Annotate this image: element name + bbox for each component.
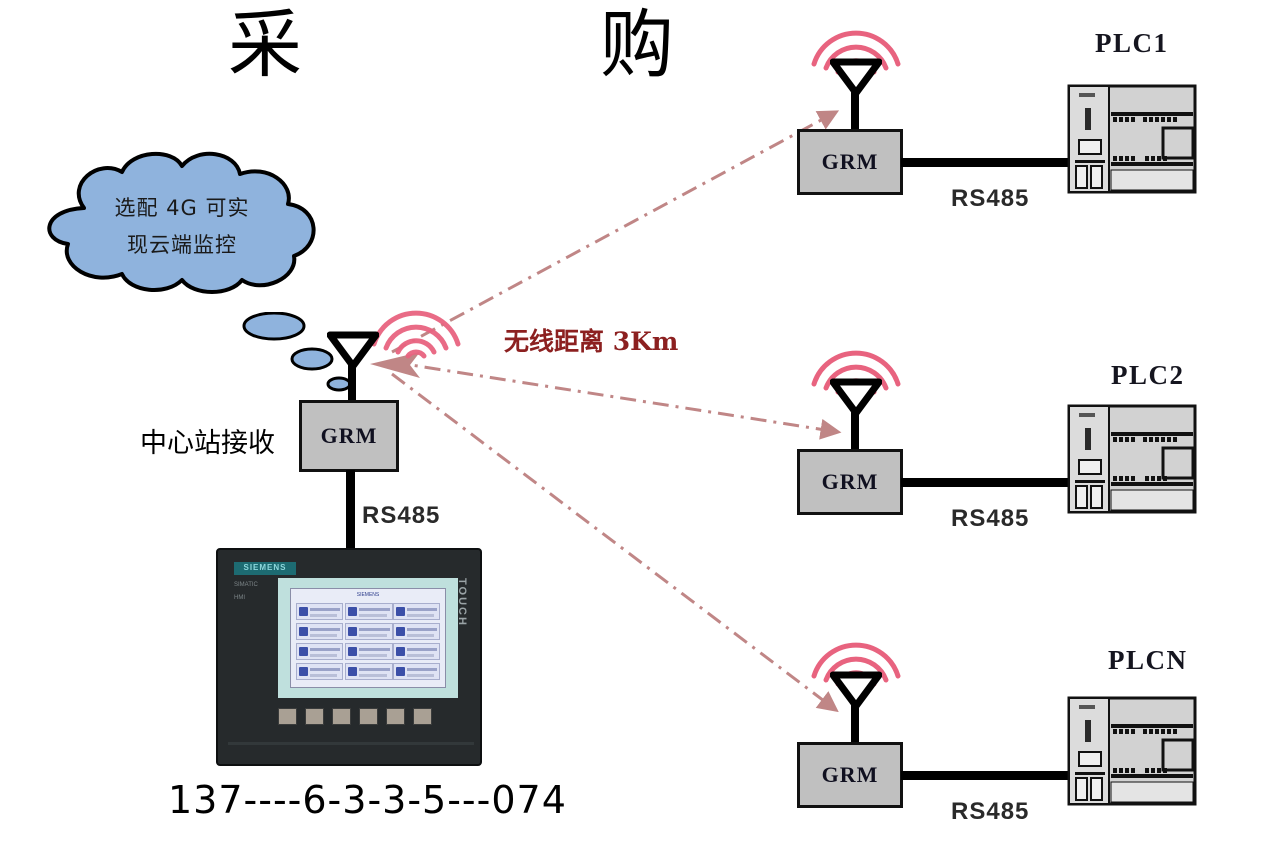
siemens-logo: SIEMENS [234,562,296,575]
wifi-signal-icon-center [371,310,461,359]
hmi-screen-column [295,603,344,683]
hmi-function-button[interactable] [305,708,324,725]
rs485-cable-center [346,470,355,554]
hmi-touch-side-text: TOUCH [456,578,468,627]
grm-box-station2[interactable]: GRM [797,449,903,515]
cloud-text: 选配 4G 可实 现云端监控 [22,146,342,264]
rs485-cable-station2 [901,478,1069,487]
cloud-text-line1: 选配 4G 可实 [114,196,250,220]
hmi-function-button[interactable] [359,708,378,725]
hmi-screen-title: SIEMENS [356,592,380,598]
grm-label-stationn: GRM [821,762,879,787]
rs485-label-station2: RS485 [951,505,1030,532]
hmi-screen-tile[interactable] [295,603,344,620]
hmi-screen-tile[interactable] [295,623,344,640]
hmi-screen-column [392,603,441,683]
hmi-screen-column [344,603,393,683]
hmi-function-button[interactable] [278,708,297,725]
hmi-screen-tile[interactable] [295,643,344,660]
grm-label-center: GRM [320,423,378,448]
antenna-mast-station1 [851,89,859,132]
cloud-tail-bubbles [242,312,352,392]
hmi-function-button[interactable] [332,708,351,725]
wireless-distance-label: 无线距离 3Km [504,327,679,356]
contact-phone-number: 137----6-3-3-5---074 [168,778,567,822]
plc-label-2: PLC2 [1111,360,1185,390]
antenna-icon-station2 [830,378,882,417]
grm-label-station1: GRM [821,149,879,174]
hmi-function-button-row [278,708,432,725]
hmi-screen-tile[interactable] [392,643,441,660]
grm-label-station2: GRM [821,469,879,494]
hmi-meta-line1: SIMATIC [234,582,258,588]
hmi-screen-tile[interactable] [344,623,393,640]
hmi-function-button[interactable] [386,708,405,725]
rs485-label-station1: RS485 [951,185,1030,212]
link-center-to-plc2 [391,360,842,440]
antenna-mast-center [348,362,356,406]
antenna-mast-stationn [851,702,859,745]
rs485-cable-station1 [901,158,1069,167]
antenna-icon-station1 [830,58,882,97]
arrowhead-into-center-antenna [370,352,420,378]
rs485-label-stationn: RS485 [951,798,1030,825]
plc-device-n[interactable] [1067,696,1197,806]
link-center-to-plc1 [391,110,840,354]
plc-device-2[interactable] [1067,404,1197,514]
plc-device-1[interactable] [1067,84,1197,194]
hmi-meta-line2: HMI [234,595,245,601]
plc-label-1: PLC1 [1095,28,1169,58]
antenna-icon-stationn [830,671,882,710]
center-station-caption: 中心站接收 [140,428,275,459]
grm-box-center[interactable]: GRM [299,400,399,472]
hmi-touch-panel[interactable]: SIEMENS SIMATIC HMI SIEMENS [216,548,482,766]
hmi-screen-tile[interactable] [392,663,441,680]
hmi-screen-tile[interactable] [344,603,393,620]
hmi-screen-tile[interactable] [392,603,441,620]
hmi-screen-tile[interactable] [344,663,393,680]
rs485-label-center: RS485 [362,502,441,529]
heading-char-right: 购 [600,2,674,88]
hmi-screen-tile[interactable] [295,663,344,680]
cloud-shape [47,151,316,294]
heading-char-left: 采 [228,2,302,88]
antenna-icon-center [327,331,379,370]
grm-box-station1[interactable]: GRM [797,129,903,195]
hmi-function-button[interactable] [413,708,432,725]
hmi-footer-divider [228,742,474,745]
plc-label-n: PLCN [1108,645,1188,675]
cloud-text-line2: 现云端监控 [127,232,237,257]
grm-box-stationn[interactable]: GRM [797,742,903,808]
antenna-mast-station2 [851,409,859,452]
hmi-screen-tile[interactable] [344,643,393,660]
hmi-screen[interactable]: SIEMENS [290,588,446,688]
rs485-cable-stationn [901,771,1069,780]
link-center-to-plcn [391,372,839,713]
cloud-callout: 选配 4G 可实 现云端监控 [22,146,342,296]
hmi-screen-tile[interactable] [392,623,441,640]
